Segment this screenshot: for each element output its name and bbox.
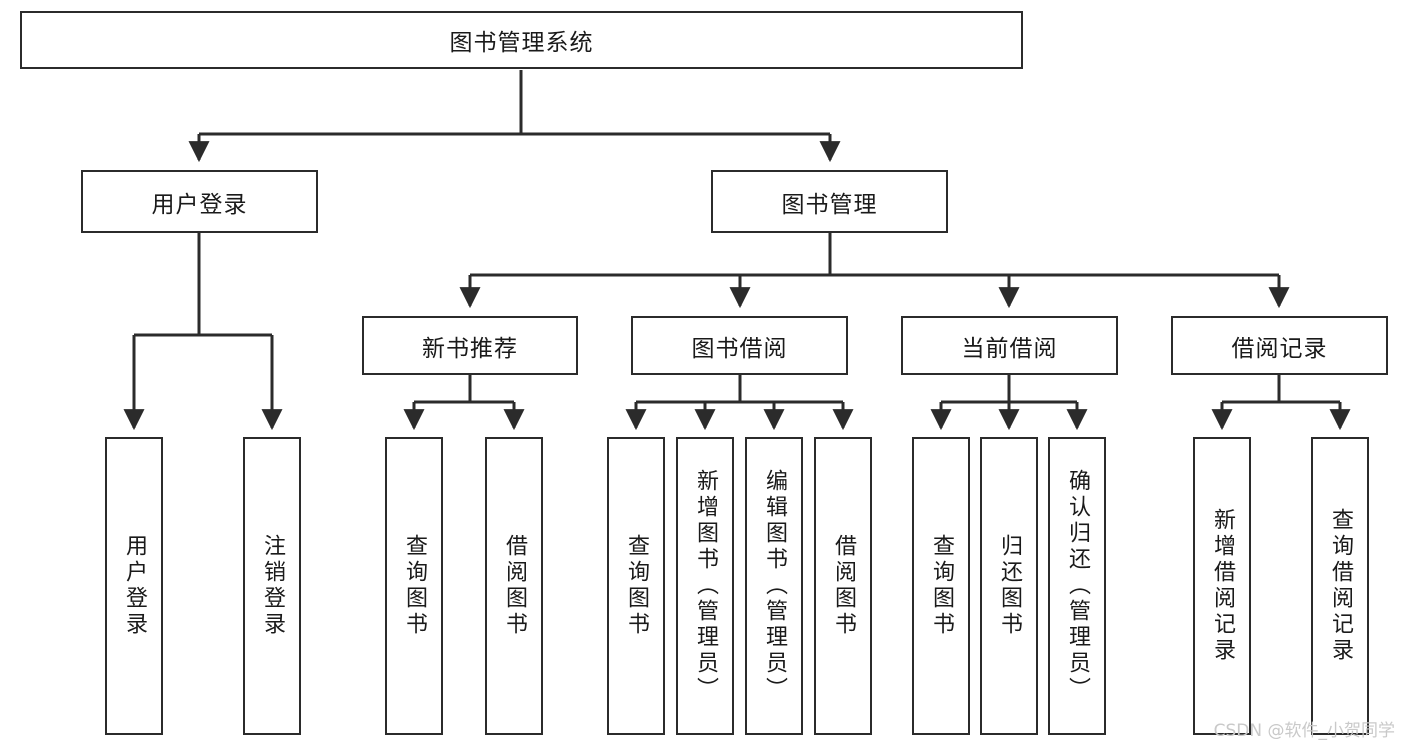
node-label: 借阅图书 — [831, 534, 856, 638]
node-label: 查询借阅记录 — [1328, 508, 1353, 664]
leaf-user-login-logout[interactable]: 注销登录 — [243, 437, 301, 735]
leaf-book-borrow-query-book[interactable]: 查询图书 — [607, 437, 665, 735]
leaf-book-borrow-add-book-admin[interactable]: 新增图书（管理员） — [676, 437, 734, 735]
node-book-borrow[interactable]: 图书借阅 — [631, 316, 848, 375]
node-label: 查询图书 — [929, 534, 954, 638]
node-label: 确认归还（管理员） — [1065, 469, 1090, 703]
leaf-borrow-record-query-record[interactable]: 查询借阅记录 — [1311, 437, 1369, 735]
node-label: 借阅记录 — [1231, 335, 1328, 362]
node-root-system[interactable]: 图书管理系统 — [20, 11, 1023, 69]
leaf-book-borrow-borrow-book[interactable]: 借阅图书 — [814, 437, 872, 735]
node-label: 新书推荐 — [422, 335, 518, 362]
node-label: 编辑图书（管理员） — [762, 469, 787, 703]
node-label: 查询图书 — [402, 534, 427, 638]
node-borrow-record[interactable]: 借阅记录 — [1171, 316, 1388, 375]
node-label: 用户登录 — [151, 191, 248, 218]
node-label: 用户登录 — [122, 534, 147, 638]
node-new-book-recommend[interactable]: 新书推荐 — [362, 316, 578, 375]
node-label: 图书管理 — [781, 191, 878, 218]
leaf-current-borrow-confirm-return-admin[interactable]: 确认归还（管理员） — [1048, 437, 1106, 735]
node-label: 当前借阅 — [961, 335, 1058, 362]
node-label: 注销登录 — [260, 534, 285, 638]
leaf-current-borrow-query-book[interactable]: 查询图书 — [912, 437, 970, 735]
leaf-user-login-login[interactable]: 用户登录 — [105, 437, 163, 735]
node-current-borrow[interactable]: 当前借阅 — [901, 316, 1118, 375]
node-label: 借阅图书 — [502, 534, 527, 638]
node-book-management[interactable]: 图书管理 — [711, 170, 948, 233]
leaf-new-book-query-book[interactable]: 查询图书 — [385, 437, 443, 735]
leaf-current-borrow-return-book[interactable]: 归还图书 — [980, 437, 1038, 735]
node-label: 归还图书 — [997, 534, 1022, 638]
node-label: 图书管理系统 — [449, 30, 594, 56]
leaf-book-borrow-edit-book-admin[interactable]: 编辑图书（管理员） — [745, 437, 803, 735]
leaf-borrow-record-add-record[interactable]: 新增借阅记录 — [1193, 437, 1251, 735]
node-user-login[interactable]: 用户登录 — [81, 170, 318, 233]
node-label: 新增借阅记录 — [1210, 508, 1235, 664]
node-label: 新增图书（管理员） — [693, 469, 718, 703]
node-label: 图书借阅 — [691, 335, 788, 362]
node-label: 查询图书 — [624, 534, 649, 638]
leaf-new-book-borrow-book[interactable]: 借阅图书 — [485, 437, 543, 735]
